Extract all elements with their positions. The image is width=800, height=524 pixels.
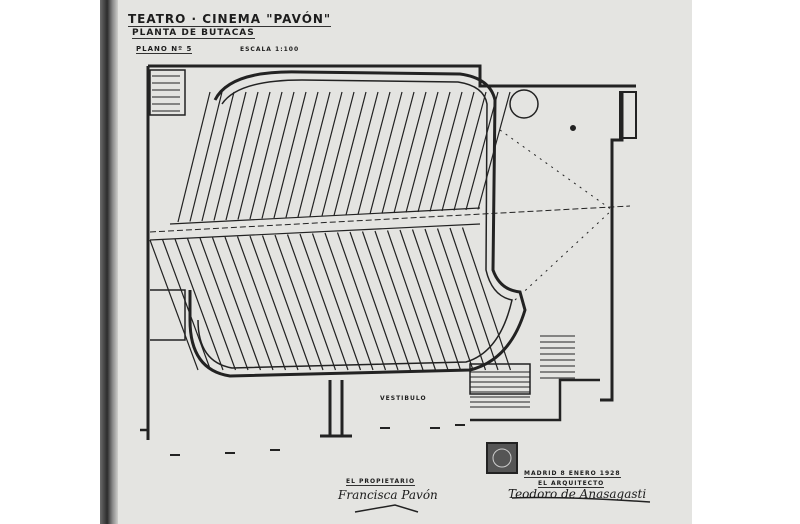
seat-row <box>361 231 412 371</box>
seat-row <box>411 229 462 371</box>
plan-number: PLANO Nº 5 <box>136 45 193 54</box>
center-aisle <box>149 205 631 233</box>
facade-openings <box>170 424 465 456</box>
seat-row <box>261 235 312 371</box>
drawing-title: TEATRO · CINEMA "PAVÓN" <box>128 12 332 27</box>
seat-row <box>149 239 199 371</box>
plan-scale: ESCALA 1:100 <box>240 46 300 53</box>
seat-rows-lower <box>149 223 512 371</box>
seat-row <box>324 232 374 371</box>
architect-label: EL ARQUITECTO <box>538 480 605 488</box>
seat-row <box>273 91 307 219</box>
seat-row <box>345 91 379 216</box>
signing-date: MADRID 8 ENERO 1928 <box>524 470 621 478</box>
owner-label: EL PROPIETARIO <box>346 478 416 486</box>
seat-row <box>461 227 512 371</box>
seat-row <box>201 91 235 222</box>
seat-row <box>357 91 391 215</box>
right-wall <box>600 92 624 402</box>
seat-row <box>274 234 324 371</box>
seat-row <box>261 91 295 219</box>
seat-row <box>424 228 474 371</box>
vestibule-label: VESTIBULO <box>380 395 427 402</box>
seat-row <box>477 91 511 210</box>
seat-row <box>399 229 449 371</box>
seat-row <box>297 91 331 218</box>
seat-row <box>386 230 437 371</box>
seat-row <box>441 91 475 212</box>
left-stair-box <box>149 69 186 341</box>
seat-row <box>299 233 349 371</box>
top-wall <box>148 64 636 88</box>
architect-signature: Teodoro de Anasagasti <box>508 487 647 501</box>
owner-signature: Francisca Pavón <box>338 488 438 502</box>
seat-row <box>381 91 415 214</box>
seat-row <box>405 91 439 213</box>
seat-row <box>417 91 451 213</box>
column-mark <box>570 125 576 131</box>
seat-row <box>225 91 259 221</box>
seat-row <box>286 234 337 371</box>
seat-block-edge <box>169 207 481 225</box>
auditorium-wall <box>188 70 527 378</box>
seat-row <box>374 230 424 371</box>
entrance-wall <box>140 378 600 432</box>
spiral-staircase <box>509 89 539 119</box>
seat-row <box>349 231 399 371</box>
seat-row <box>189 91 223 222</box>
architect-signature-flourish <box>511 496 651 503</box>
seat-row <box>249 235 299 371</box>
owner-signature-flourish <box>354 504 419 513</box>
seat-row <box>161 239 212 371</box>
seat-block-edge <box>149 223 481 241</box>
seat-row <box>249 91 283 220</box>
seat-row <box>213 91 247 221</box>
seat-row <box>236 236 287 371</box>
seat-row <box>177 91 211 223</box>
seat-row <box>311 233 362 371</box>
drawing-subtitle: PLANTA DE BUTACAS <box>132 28 255 39</box>
stamp-seal-emblem <box>492 448 512 468</box>
seat-row <box>429 91 463 212</box>
binding-strip <box>100 0 118 524</box>
seat-row <box>449 227 499 371</box>
seat-row <box>211 237 262 371</box>
seat-row <box>309 91 343 217</box>
seat-row <box>336 232 387 371</box>
seat-row <box>174 238 224 371</box>
stage-diagonals <box>499 129 613 301</box>
seat-rows-upper <box>169 91 511 225</box>
seat-row <box>465 91 499 211</box>
staircases <box>152 75 575 408</box>
seat-row <box>436 228 487 371</box>
seat-row <box>321 91 355 217</box>
seat-row <box>237 91 271 220</box>
seat-row <box>186 238 237 371</box>
right-pillar <box>619 91 637 139</box>
auditorium-inner-wall <box>197 79 513 369</box>
vestibule-column <box>320 380 352 438</box>
seat-row <box>333 91 367 216</box>
seat-row <box>199 237 249 371</box>
seat-row <box>285 91 319 218</box>
seat-row <box>393 91 427 214</box>
seat-row <box>369 91 403 215</box>
seat-row <box>453 91 487 211</box>
lobby-door <box>469 363 531 395</box>
stamp-seal <box>486 442 518 474</box>
seat-row <box>224 236 274 371</box>
